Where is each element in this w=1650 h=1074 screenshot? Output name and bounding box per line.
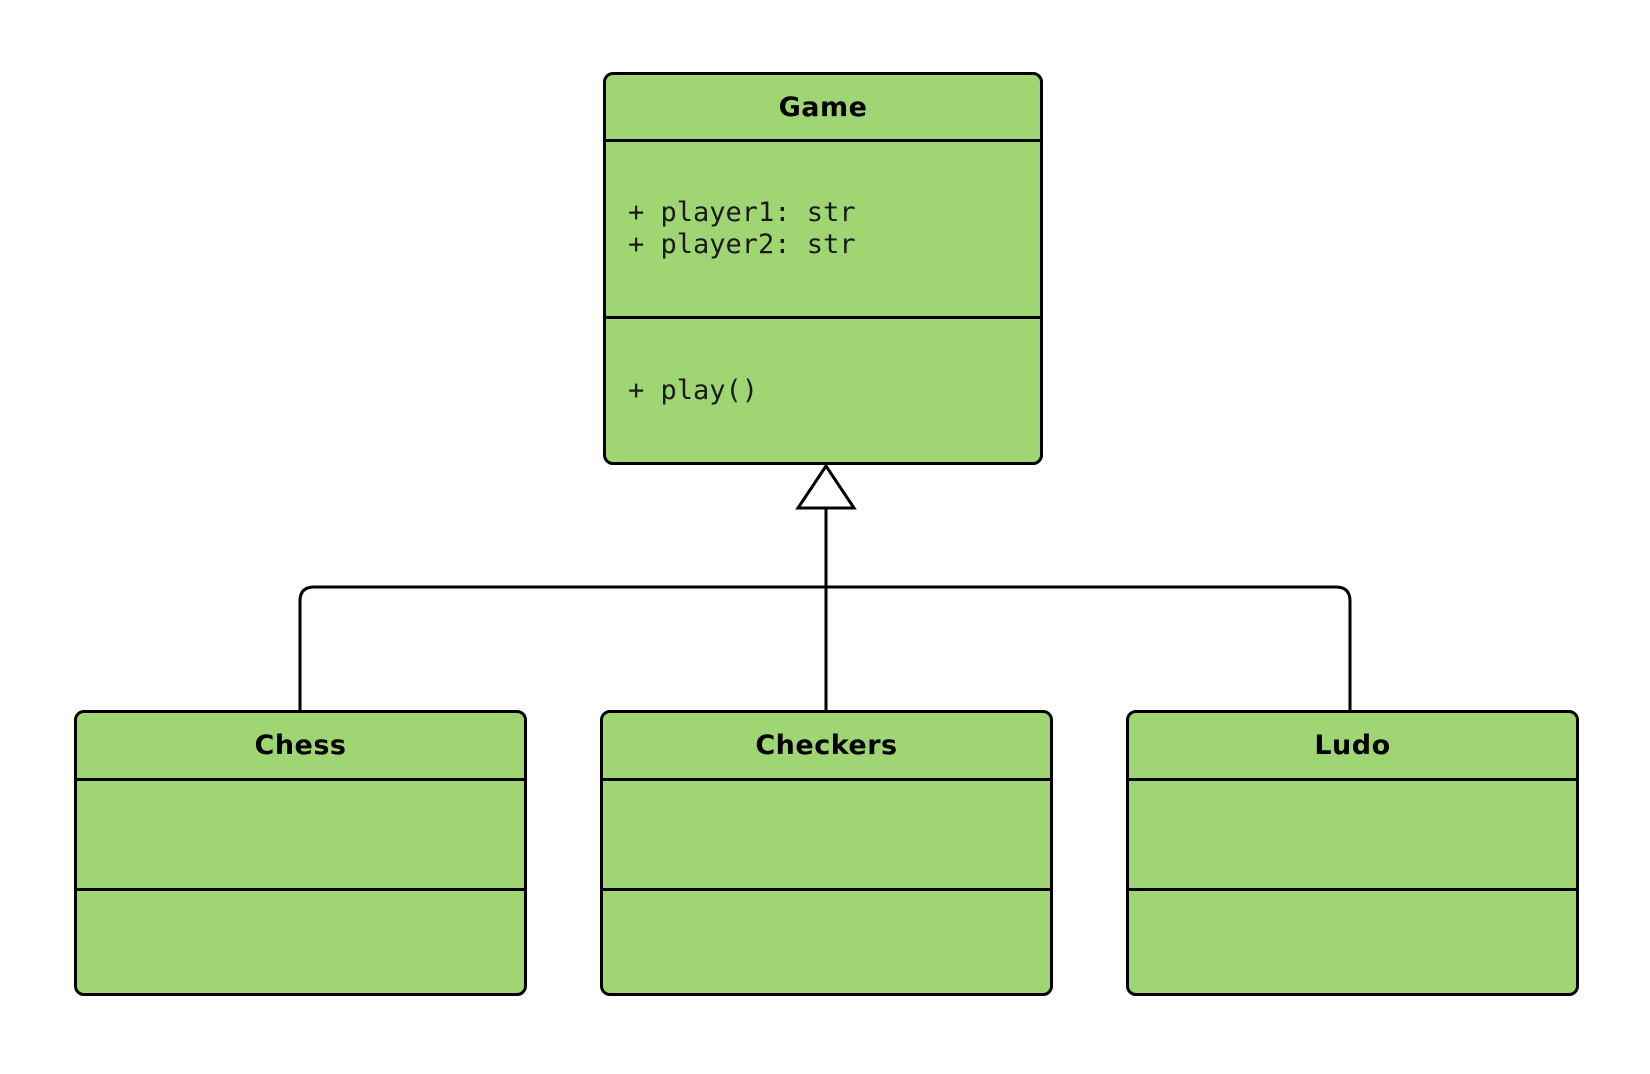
generalization-arrow-icon <box>795 463 857 510</box>
attribute-item: + player2: str <box>628 229 856 260</box>
class-node-game[interactable]: Game + player1: str + player2: str + pla… <box>603 72 1043 465</box>
class-attributes-chess <box>77 778 524 888</box>
class-title-chess: Chess <box>254 730 347 761</box>
class-node-chess[interactable]: Chess <box>74 710 527 996</box>
method-item: + play() <box>628 374 759 406</box>
class-node-ludo[interactable]: Ludo <box>1126 710 1579 996</box>
class-attributes-ludo <box>1129 778 1576 888</box>
class-methods-ludo <box>1129 888 1576 993</box>
class-title-checkers: Checkers <box>755 730 898 761</box>
attribute-item: + player1: str <box>628 197 856 229</box>
class-methods-chess <box>77 888 524 993</box>
class-title-ludo: Ludo <box>1314 730 1391 761</box>
inheritance-connector <box>298 585 1352 710</box>
class-title-game: Game <box>778 91 868 123</box>
class-node-checkers[interactable]: Checkers <box>600 710 1053 996</box>
class-methods-checkers <box>603 888 1050 993</box>
class-methods-game: + play() <box>606 316 1040 462</box>
class-attributes-checkers <box>603 778 1050 888</box>
class-attributes-game: + player1: str + player2: str <box>606 139 1040 316</box>
